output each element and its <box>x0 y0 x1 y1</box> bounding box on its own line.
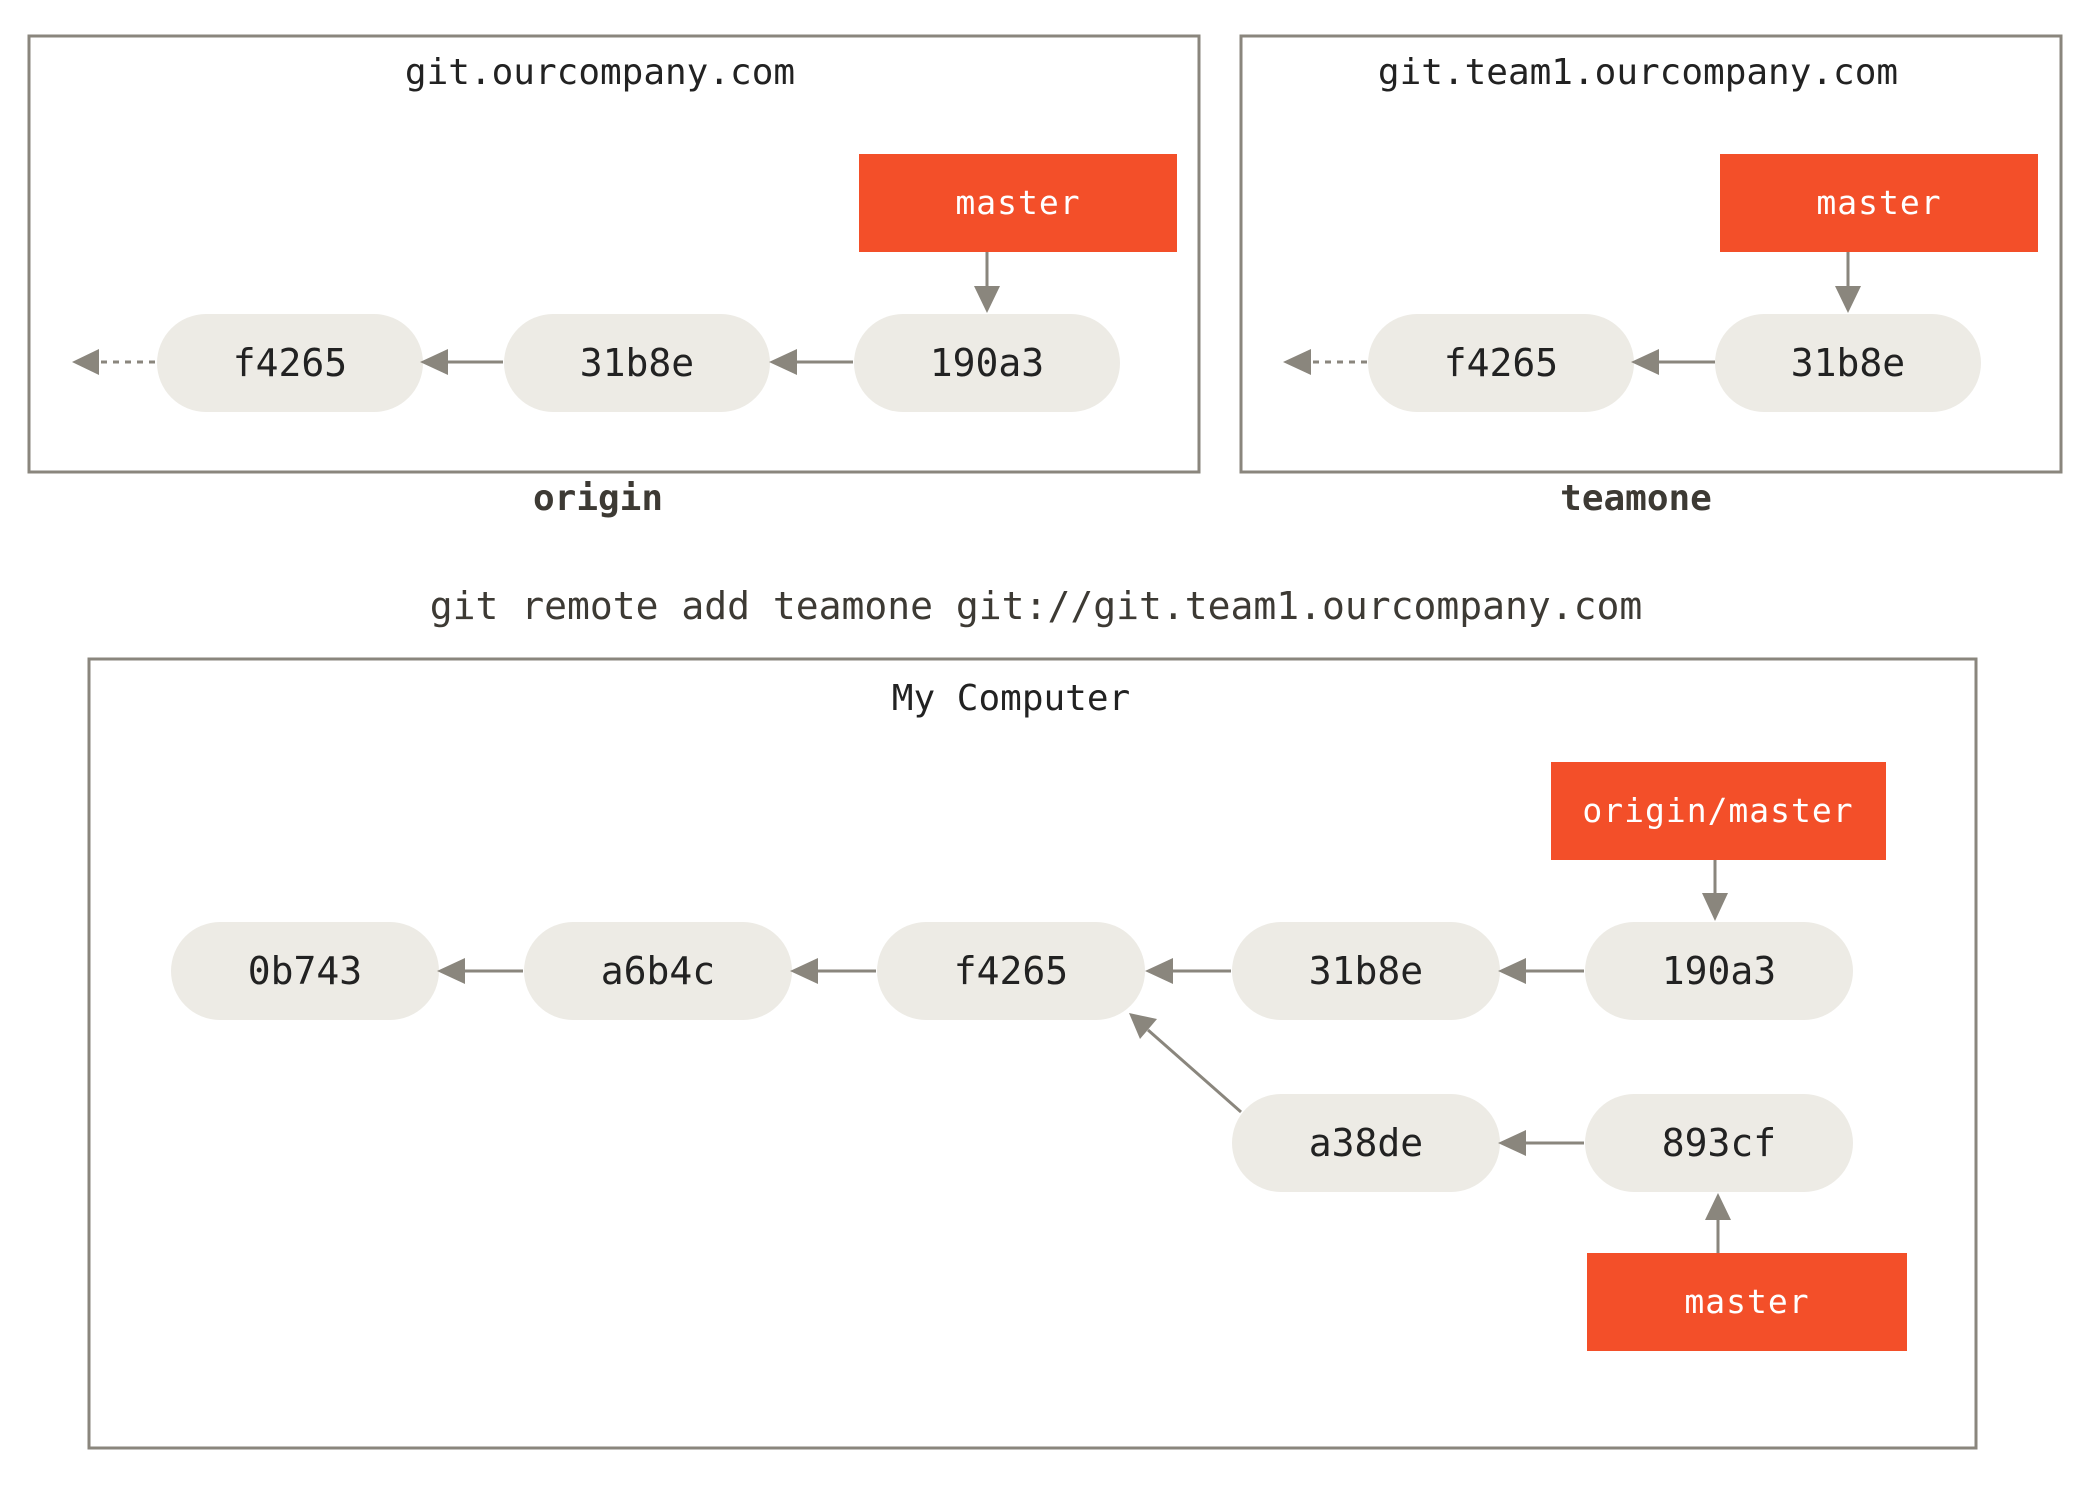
local-title: My Computer <box>892 678 1130 719</box>
branch-label: origin/master <box>1582 791 1853 830</box>
commit-id: 31b8e <box>1791 341 1905 385</box>
teamone-master-arrowhead <box>1835 286 1861 313</box>
local-commit-893cf: 893cf <box>1585 1094 1853 1192</box>
local-commit-31b8e: 31b8e <box>1232 922 1500 1020</box>
commit-id: a6b4c <box>601 949 715 993</box>
commit-id: 893cf <box>1662 1121 1776 1165</box>
commit-id: 0b743 <box>248 949 362 993</box>
teamone-host: git.team1.ourcompany.com <box>1378 52 1898 93</box>
local-commit-a6b4c: a6b4c <box>524 922 792 1020</box>
local-arrowhead-5 <box>1498 1130 1526 1156</box>
origin-arrowhead-2 <box>769 349 797 375</box>
origin-history-arrowhead <box>72 349 99 375</box>
branch-label: master <box>955 183 1080 222</box>
local-arrowhead-2 <box>790 958 818 984</box>
local-edge-a38de-f4265 <box>1147 1028 1242 1114</box>
origin-label: origin <box>533 478 663 519</box>
teamone-frame <box>1239 34 2063 474</box>
origin-arrowhead-1 <box>420 349 448 375</box>
local-commit-f4265: f4265 <box>877 922 1145 1020</box>
origin-master-arrowhead <box>1702 893 1728 921</box>
local-commit-190a3: 190a3 <box>1585 922 1853 1020</box>
local-arrowhead-3 <box>1145 958 1173 984</box>
commit-id: f4265 <box>954 949 1068 993</box>
command-text: git remote add teamone git://git.team1.o… <box>430 584 1643 628</box>
teamone-commit-31b8e: 31b8e <box>1715 314 1981 412</box>
branch-label: master <box>1684 1282 1809 1321</box>
local-branch-master: master <box>1587 1253 1907 1351</box>
local-branch-origin-master: origin/master <box>1551 762 1886 860</box>
local-commit-0b743: 0b743 <box>171 922 439 1020</box>
origin-server: git.ourcompany.com f4265 31b8e 190a3 mas… <box>27 34 1201 519</box>
teamone-branch-master: master <box>1720 154 2038 252</box>
origin-branch-master: master <box>859 154 1177 252</box>
teamone-server: git.team1.ourcompany.com f4265 31b8e mas… <box>1239 34 2063 519</box>
local-commit-a38de: a38de <box>1232 1094 1500 1192</box>
commit-id: 31b8e <box>580 341 694 385</box>
origin-commit-31b8e: 31b8e <box>504 314 770 412</box>
local-arrowhead-branch <box>1129 1013 1157 1039</box>
origin-frame <box>27 34 1201 474</box>
local-computer: My Computer 0b743 a6b4c f4265 31b8e 190a <box>87 657 1978 1450</box>
teamone-label: teamone <box>1560 478 1712 519</box>
local-frame <box>87 657 1978 1450</box>
commit-id: f4265 <box>233 341 347 385</box>
teamone-history-arrowhead <box>1283 349 1311 375</box>
origin-commit-f4265: f4265 <box>157 314 423 412</box>
commit-id: f4265 <box>1444 341 1558 385</box>
commit-id: a38de <box>1309 1121 1423 1165</box>
origin-commit-190a3: 190a3 <box>854 314 1120 412</box>
origin-master-arrowhead <box>974 286 1000 313</box>
local-arrowhead-4 <box>1498 958 1526 984</box>
teamone-arrowhead-1 <box>1631 349 1659 375</box>
branch-label: master <box>1816 183 1941 222</box>
origin-host: git.ourcompany.com <box>405 52 795 93</box>
local-arrowhead-1 <box>437 958 465 984</box>
commit-id: 31b8e <box>1309 949 1423 993</box>
teamone-commit-f4265: f4265 <box>1368 314 1634 412</box>
master-arrowhead <box>1705 1193 1731 1220</box>
commit-id: 190a3 <box>930 341 1044 385</box>
commit-id: 190a3 <box>1662 949 1776 993</box>
